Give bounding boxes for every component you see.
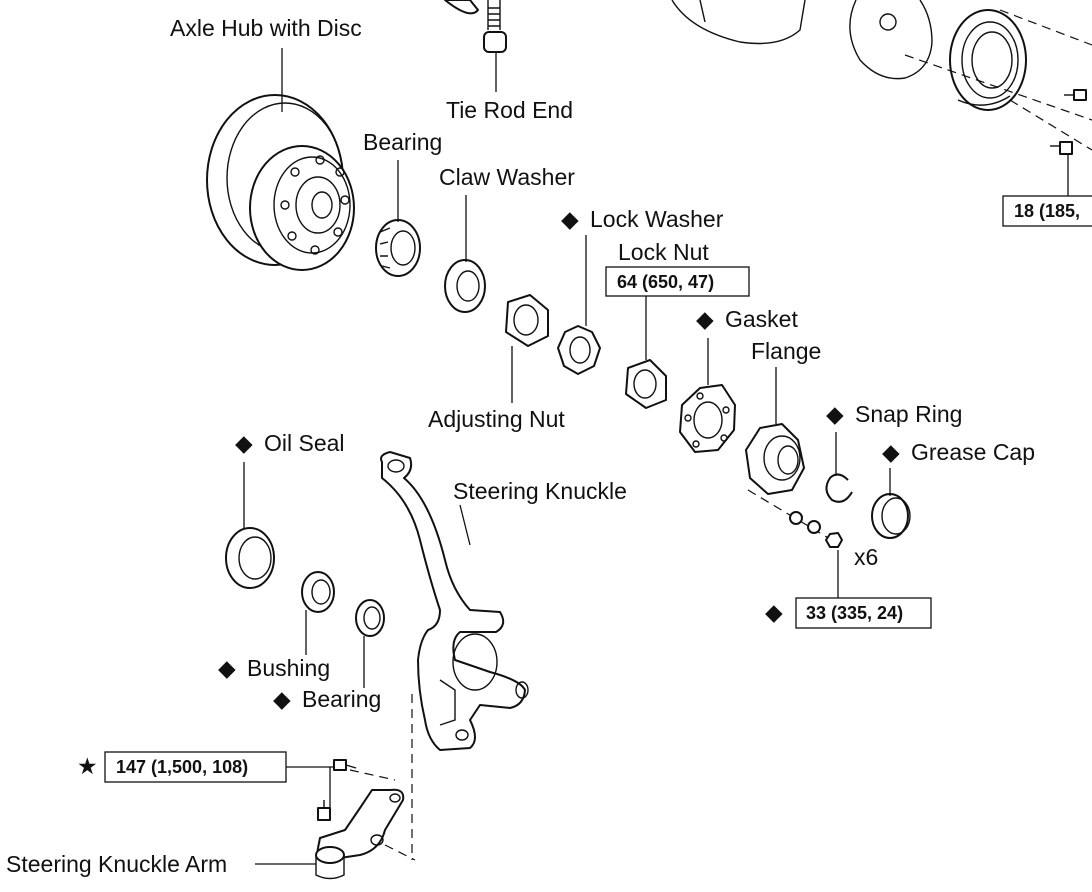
claw-washer-part: [444, 195, 486, 313]
inner-bearing-part: [355, 599, 385, 688]
tie-rod-end-part: [444, 0, 507, 92]
label-axle-hub: Axle Hub with Disc: [170, 15, 362, 41]
diamond-bushing: ◆: [218, 655, 236, 681]
axle-hub-disc-part: [206, 48, 355, 271]
diamond-oil-seal: ◆: [235, 430, 253, 456]
flange-nuts-part: [747, 489, 843, 598]
torque-box-backing-plate: 18 (185,: [1002, 195, 1092, 227]
diamond-snap-ring: ◆: [826, 401, 844, 427]
star-precoated: ★: [77, 753, 98, 779]
label-steering-knuckle: Steering Knuckle: [453, 478, 627, 504]
label-x6: x6: [854, 544, 878, 570]
torque-backing-plate: 18 (185,: [1014, 201, 1080, 221]
steering-knuckle-arm-part: [255, 759, 416, 880]
arm-bolt-lower: [317, 800, 331, 821]
label-steering-knuckle-arm: Steering Knuckle Arm: [6, 851, 227, 877]
label-bearing-outer: Bearing: [363, 129, 442, 155]
label-lock-nut: Lock Nut: [618, 239, 709, 265]
diamond-bearing-inner: ◆: [273, 686, 291, 712]
steering-knuckle-part: [380, 451, 529, 860]
torque-box-flange-nut: 33 (335, 24): [795, 597, 932, 629]
label-lock-washer: Lock Washer: [590, 206, 724, 232]
diamond-flange-nut: ◆: [765, 599, 783, 625]
arm-bolt-upper: [333, 759, 357, 771]
grease-cap-part: [871, 468, 911, 539]
label-claw-washer: Claw Washer: [439, 164, 575, 190]
torque-box-lock-nut: 64 (650, 47): [605, 266, 750, 297]
gasket-part: [679, 338, 736, 453]
label-bearing-inner: Bearing: [302, 686, 381, 712]
lock-washer-part: [557, 235, 601, 375]
bushing-part: [301, 571, 335, 655]
label-bushing: Bushing: [247, 655, 330, 681]
label-tie-rod-end: Tie Rod End: [446, 97, 573, 123]
torque-box-knuckle-arm: 147 (1,500, 108): [104, 751, 287, 783]
torque-flange-nut: 33 (335, 24): [806, 603, 903, 623]
outer-bearing-part: [375, 160, 421, 277]
snap-ring-part: [825, 432, 853, 503]
label-grease-cap: Grease Cap: [911, 439, 1035, 465]
bolt-upper: [1064, 89, 1087, 101]
adjusting-nut-part: [505, 294, 549, 403]
label-flange: Flange: [751, 338, 821, 364]
oil-seal-part: [225, 462, 275, 589]
diamond-lock-washer: ◆: [561, 206, 579, 232]
label-oil-seal: Oil Seal: [264, 430, 345, 456]
label-gasket: Gasket: [725, 306, 798, 332]
label-adjusting-nut: Adjusting Nut: [428, 406, 565, 432]
bolt-lower: [1050, 141, 1073, 155]
torque-lock-nut: 64 (650, 47): [617, 272, 714, 292]
diamond-grease-cap: ◆: [882, 439, 900, 465]
backing-plate-assembly: [671, 0, 1092, 196]
torque-knuckle-arm: 147 (1,500, 108): [116, 757, 248, 777]
label-snap-ring: Snap Ring: [855, 401, 962, 427]
flange-part: [745, 367, 805, 495]
lock-nut-part: [625, 296, 667, 409]
diamond-gasket: ◆: [696, 306, 714, 332]
